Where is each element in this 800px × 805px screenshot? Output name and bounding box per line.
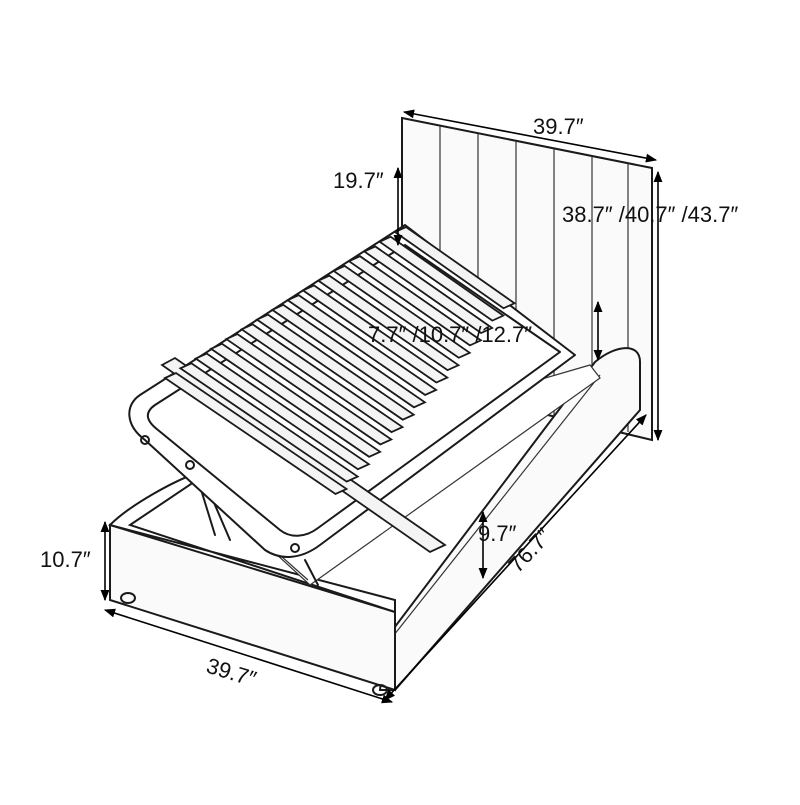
label-rail-clearance: 7.7″ /10.7″ /12.7″ — [368, 322, 532, 347]
slat — [316, 274, 461, 372]
dimension-arrows — [100, 109, 663, 704]
label-headboard-top: 19.7″ — [333, 168, 384, 193]
label-side-rail: 9.7″ — [478, 521, 517, 546]
arrow-foot-width — [103, 608, 394, 704]
slat — [193, 352, 371, 471]
foot-left — [120, 592, 136, 604]
slat — [331, 264, 472, 359]
label-headboard-width: 39.7″ — [533, 114, 584, 139]
dimension-labels: 39.7″ 19.7″ 38.7″ /40.7″ /43.7″ 7.7″ /10… — [40, 114, 738, 692]
slat — [178, 362, 360, 483]
slat — [270, 303, 427, 409]
slat — [163, 371, 349, 495]
arrow-headboard-width — [402, 109, 658, 163]
label-foot-width: 39.7″ — [204, 653, 260, 692]
arrow-length — [384, 414, 647, 701]
slat-frame — [128, 224, 576, 558]
label-foot-height: 10.7″ — [40, 547, 91, 572]
label-total-heights: 38.7″ /40.7″ /43.7″ — [562, 202, 738, 227]
slat — [347, 255, 483, 347]
slat — [301, 284, 450, 384]
slat — [285, 294, 438, 396]
slat — [209, 342, 382, 458]
slat — [362, 245, 494, 335]
slat — [377, 235, 506, 322]
